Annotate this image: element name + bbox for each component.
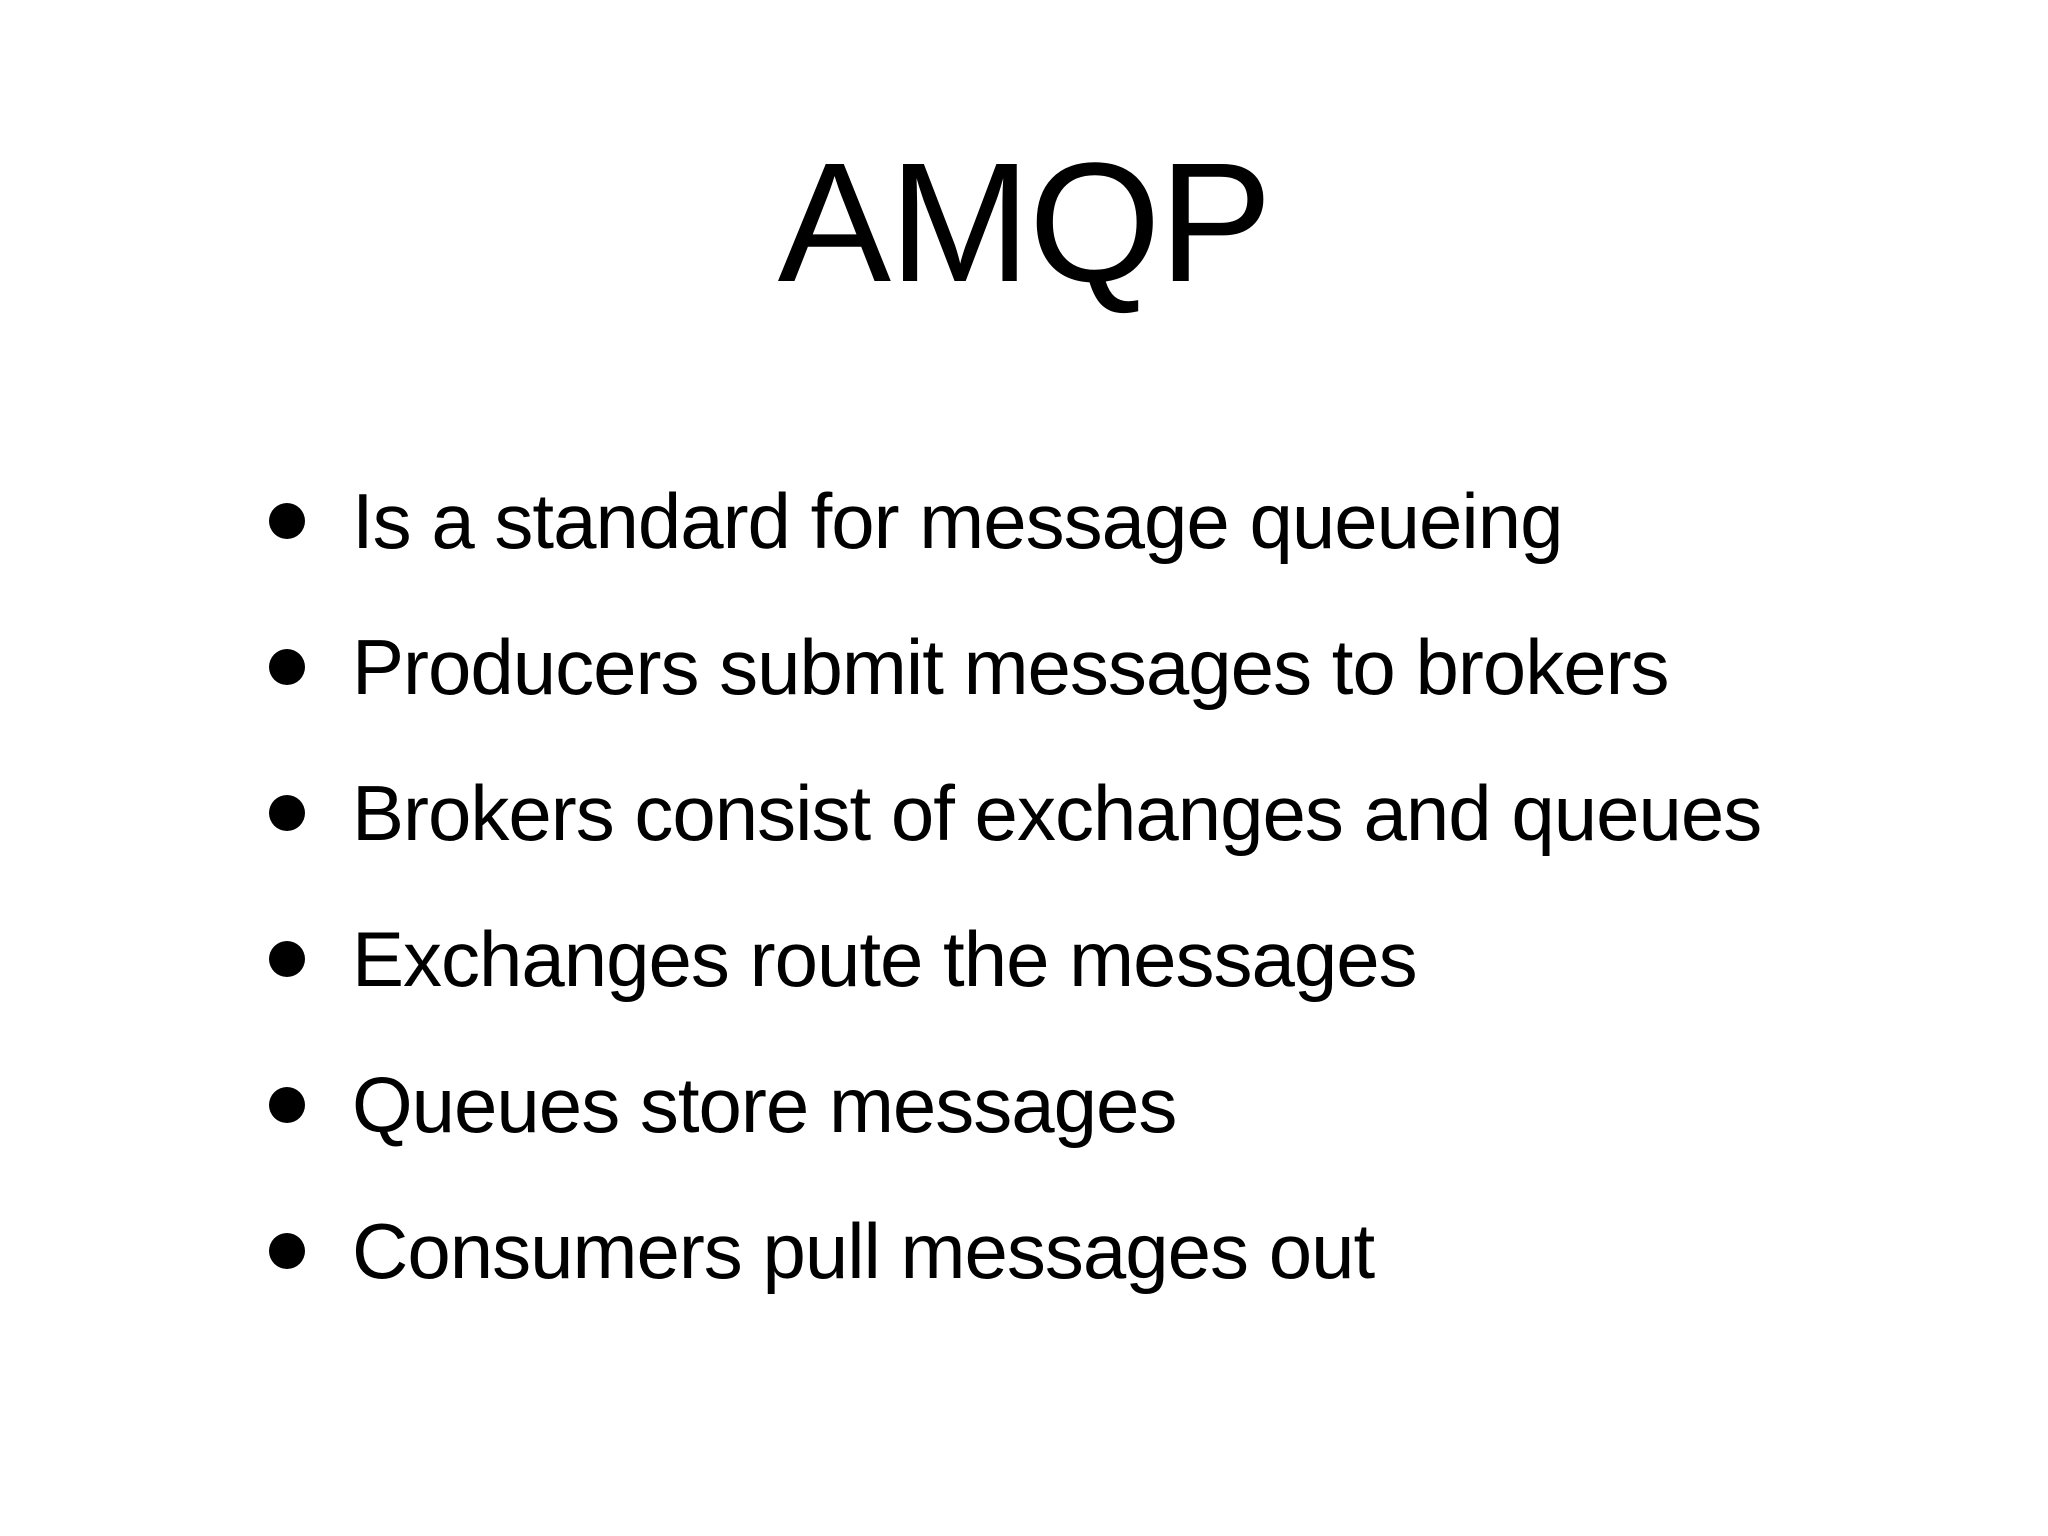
bullet-text: Queues store messages	[352, 1061, 1177, 1149]
bullet-text: Exchanges route the messages	[352, 915, 1418, 1003]
slide-title: AMQP	[777, 128, 1273, 318]
bullet-list: Is a standard for message queueing Produ…	[0, 448, 2048, 1324]
bullet-text: Consumers pull messages out	[352, 1207, 1375, 1295]
list-item: Brokers consist of exchanges and queues	[0, 740, 2048, 886]
bullet-icon	[269, 503, 305, 539]
list-item: Queues store messages	[0, 1032, 2048, 1178]
list-item: Exchanges route the messages	[0, 886, 2048, 1032]
bullet-icon	[269, 649, 305, 685]
bullet-text: Producers submit messages to brokers	[352, 623, 1670, 711]
bullet-icon	[269, 941, 305, 977]
list-item: Consumers pull messages out	[0, 1178, 2048, 1324]
bullet-icon	[269, 1087, 305, 1123]
bullet-text: Is a standard for message queueing	[352, 477, 1563, 565]
list-item: Is a standard for message queueing	[0, 448, 2048, 594]
list-item: Producers submit messages to brokers	[0, 594, 2048, 740]
bullet-icon	[269, 795, 305, 831]
bullet-text: Brokers consist of exchanges and queues	[352, 769, 1762, 857]
bullet-icon	[269, 1233, 305, 1269]
